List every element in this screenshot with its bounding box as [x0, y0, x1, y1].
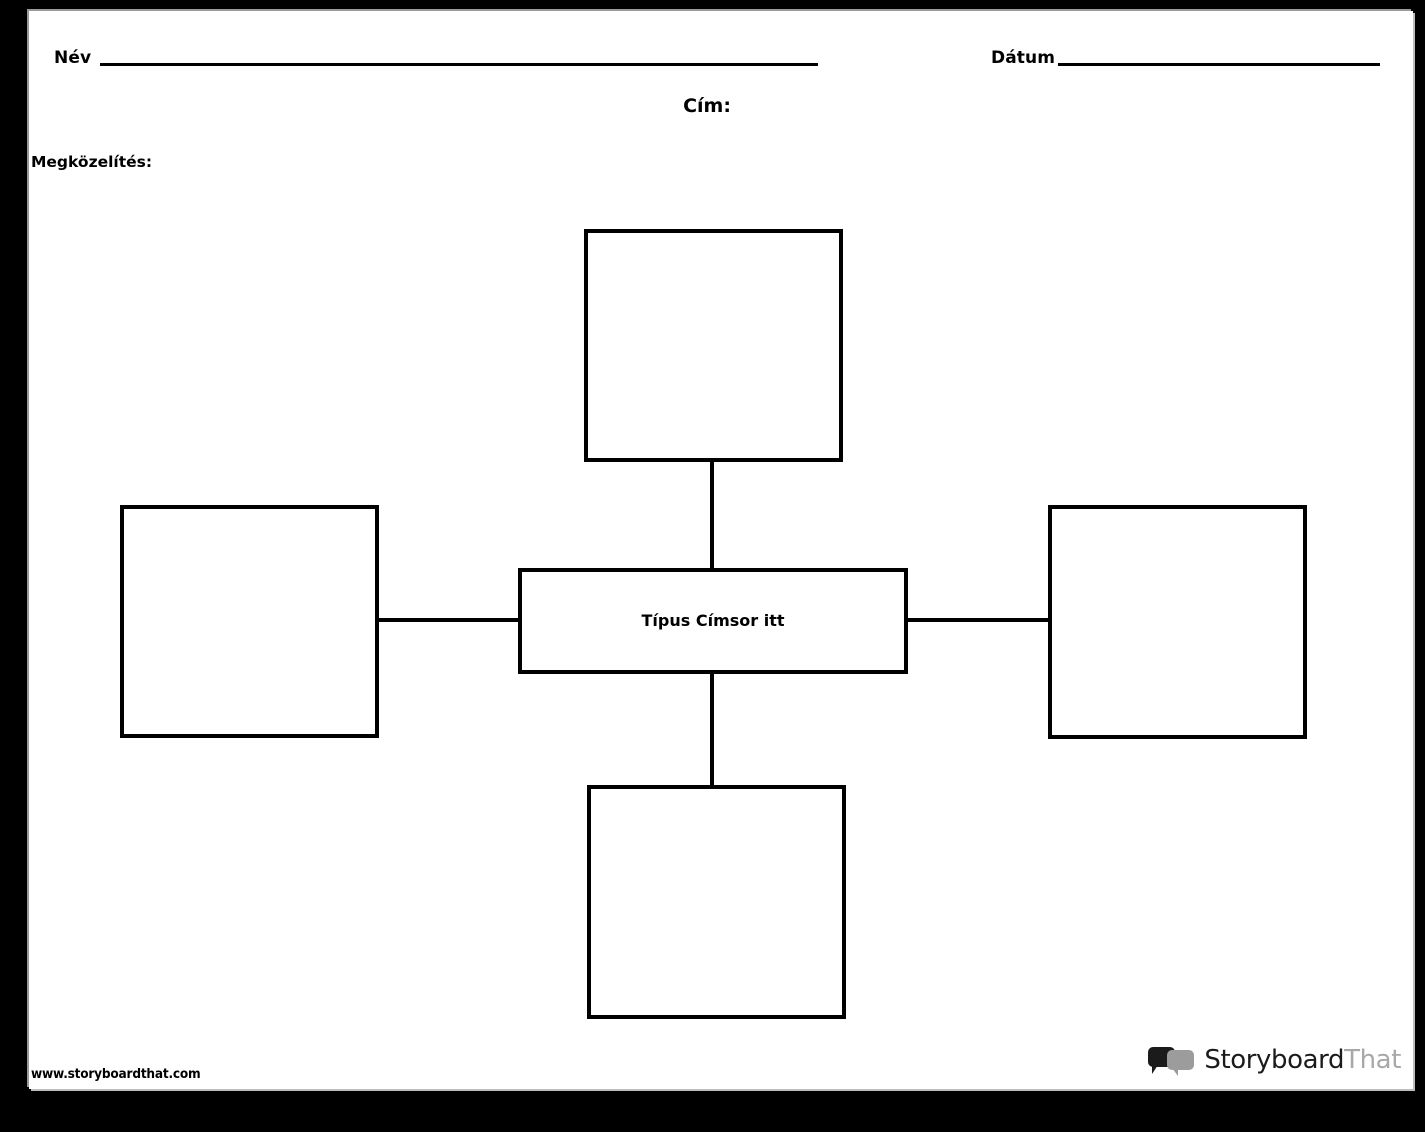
worksheet-page: Név Dátum Cím: Megközelítés: Típus Címso…: [29, 11, 1413, 1089]
diagram-box-bottom[interactable]: [587, 785, 846, 1019]
storyboardthat-logo[interactable]: StoryboardThat: [1148, 1041, 1401, 1079]
connector-center-to-bottom: [710, 668, 714, 790]
speech-bubble-front-icon: [1167, 1049, 1195, 1076]
diagram-box-center[interactable]: Típus Címsor itt: [518, 568, 908, 674]
website-url[interactable]: www.storyboardthat.com: [31, 1066, 201, 1082]
concept-map-diagram: Típus Címsor itt: [29, 11, 1413, 1089]
page-title: Cím:: [29, 95, 1413, 117]
page-title-text: Cím:: [683, 95, 731, 117]
diagram-box-center-label: Típus Címsor itt: [641, 611, 785, 631]
prompt-label: Megközelítés:: [31, 153, 153, 171]
speech-bubbles-icon: [1148, 1046, 1195, 1076]
brand-wordmark: StoryboardThat: [1204, 1045, 1401, 1075]
brand-wordmark-primary: Storyboard: [1204, 1045, 1345, 1075]
name-input-line[interactable]: [100, 63, 818, 66]
date-field-label: Dátum: [991, 48, 1056, 68]
connector-center-to-right: [903, 618, 1053, 622]
diagram-box-left[interactable]: [120, 505, 379, 738]
diagram-box-top[interactable]: [584, 229, 843, 462]
connector-center-to-left: [374, 618, 523, 622]
name-field-label: Név: [54, 48, 92, 68]
date-input-line[interactable]: [1058, 63, 1380, 66]
connector-center-to-top: [710, 458, 714, 574]
brand-wordmark-secondary: That: [1344, 1045, 1401, 1075]
diagram-box-right[interactable]: [1048, 505, 1307, 739]
